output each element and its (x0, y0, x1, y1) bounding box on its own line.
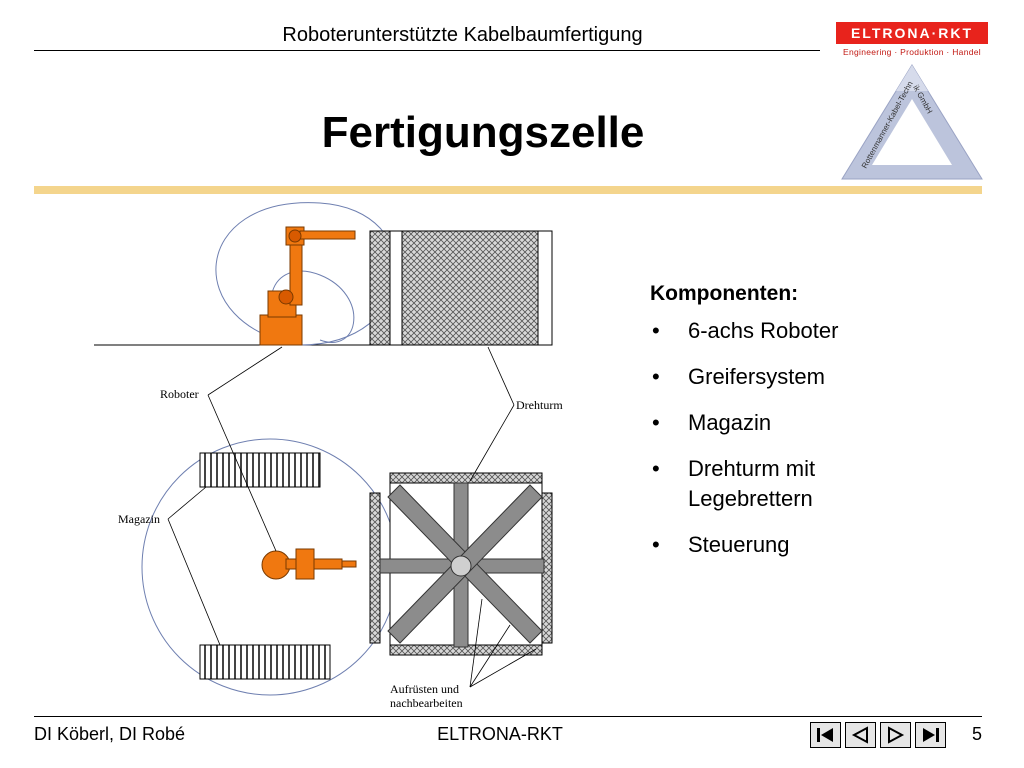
footer-company: ELTRONA-RKT (437, 724, 563, 744)
company-logo: ELTRONA·RKT Engineering · Produktion · H… (836, 22, 988, 187)
components-heading: Komponenten: (650, 282, 799, 305)
bullet: • (652, 410, 660, 435)
logo-wordmark: ELTRONA·RKT (836, 22, 988, 44)
logo-tagline: Engineering · Produktion · Handel (843, 47, 981, 57)
last-icon (923, 728, 939, 742)
header-divider (34, 50, 820, 51)
logo-triangle-icon: Rottenmanner-Kabel-Technik GmbH (841, 64, 983, 180)
tower-side-icon (369, 230, 553, 346)
bullet: • (652, 318, 660, 343)
magazine-bottom (199, 644, 331, 680)
top-view (141, 438, 553, 696)
label-roboter: Roboter (160, 387, 199, 401)
last-slide-button[interactable] (915, 722, 946, 748)
label-magazin: Magazin (118, 512, 160, 526)
previous-icon (851, 726, 868, 744)
tower-top-icon (369, 472, 553, 656)
bullet: • (652, 364, 660, 389)
component-item: • Magazin (650, 408, 970, 438)
bullet: • (652, 532, 660, 557)
next-slide-button[interactable] (880, 722, 911, 748)
component-label: Drehturm mit (688, 456, 816, 481)
bullet: • (652, 456, 660, 481)
component-label: Magazin (688, 410, 772, 435)
component-item: • Steuerung (650, 530, 970, 560)
title-rule (34, 186, 982, 194)
previous-slide-button[interactable] (845, 722, 876, 748)
side-view (94, 202, 553, 346)
first-icon (817, 728, 833, 742)
component-label: 6-achs Roboter (688, 318, 839, 343)
component-label: Steuerung (688, 532, 790, 557)
label-aufruesten-2: nachbearbeiten (390, 696, 463, 710)
magazine-top (199, 452, 321, 488)
next-icon (888, 726, 905, 744)
first-slide-button[interactable] (810, 722, 841, 748)
component-label: Greifersystem (688, 364, 825, 389)
component-item: • Greifersystem (650, 362, 970, 392)
label-drehturm: Drehturm (516, 398, 563, 412)
robot-side-icon (259, 226, 356, 346)
footer-authors: DI Köberl, DI Robé (34, 724, 186, 744)
label-aufruesten-1: Aufrüsten und (390, 682, 459, 696)
component-item: • 6-achs Roboter (650, 316, 970, 346)
component-label-continued: Legebrettern (688, 486, 813, 511)
page-title: Fertigungszelle (321, 108, 645, 157)
page-number: 5 (971, 724, 982, 744)
robot-top-icon (261, 548, 357, 580)
footer-divider (34, 716, 982, 717)
component-item: • Drehturm mit Legebrettern (650, 454, 970, 514)
manufacturing-cell-diagram: Roboter Drehturm Magazin Aufrüsten und n… (94, 202, 563, 710)
callout-lines (167, 346, 537, 688)
header-title: Roboterunterstützte Kabelbaumfertigung (282, 24, 643, 46)
components-list: Komponenten: • 6-achs Roboter • Greifers… (650, 282, 970, 576)
